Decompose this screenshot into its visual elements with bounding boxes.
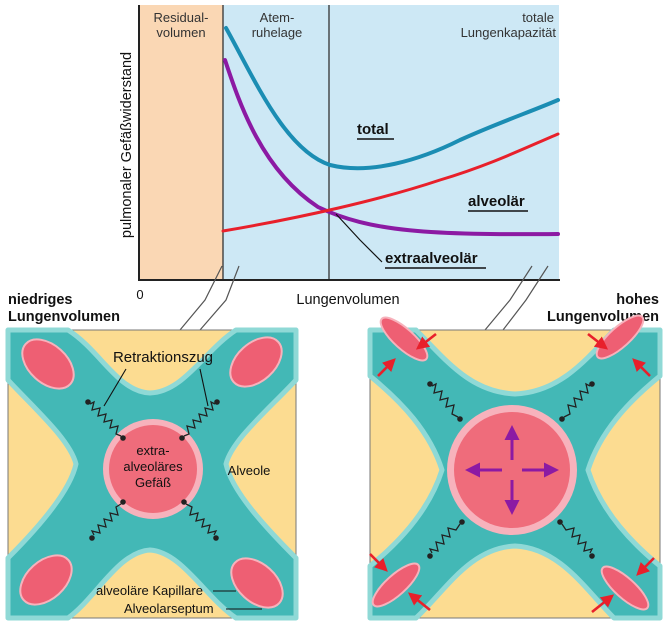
low-vessel bbox=[109, 425, 197, 513]
residual-volume-zone bbox=[139, 5, 223, 280]
high-capillary-bl bbox=[371, 562, 421, 608]
capillary-label: alveoläre Kapillare bbox=[96, 583, 203, 598]
high-volume-panel bbox=[367, 314, 663, 621]
chart: pulmonaler Gefäßwiderstand 0 Lungenvolum… bbox=[119, 5, 560, 308]
compression-arrows bbox=[369, 332, 655, 614]
low-spring-dots bbox=[85, 399, 220, 541]
extraalveolar-curve bbox=[223, 58, 560, 237]
vessel-label-1: extra- bbox=[136, 443, 169, 458]
origin-label: 0 bbox=[136, 287, 143, 302]
low-volume-title-2: Lungenvolumen bbox=[8, 309, 120, 325]
high-springs bbox=[428, 382, 594, 554]
alveole-label: Alveole bbox=[228, 463, 271, 478]
tlc-label-1: totale bbox=[522, 10, 554, 25]
total-curve bbox=[224, 26, 560, 171]
low-volume-panel: Retraktionszug extra- alveoläres Gefäß A… bbox=[5, 327, 299, 621]
high-capillary-tr bbox=[595, 314, 645, 360]
septum-label: Alveolarseptum bbox=[124, 601, 214, 616]
high-spring-dots bbox=[427, 381, 595, 559]
high-volume-title-1: hohes bbox=[616, 292, 659, 308]
y-axis-label: pulmonaler Gefäßwiderstand bbox=[119, 52, 135, 238]
resting-position-label-1: Atem- bbox=[260, 10, 295, 25]
low-capillary-bl bbox=[19, 554, 73, 606]
vessel-label-3: Gefäß bbox=[135, 475, 171, 490]
total-curve-label: total bbox=[357, 121, 389, 138]
alveolar-curve-label: alveolär bbox=[468, 193, 525, 210]
low-springs bbox=[89, 400, 218, 536]
extraalveolar-curve-label: extraalveolär bbox=[385, 250, 478, 267]
low-capillary-tl bbox=[21, 338, 75, 390]
vessel-label-2: alveoläres bbox=[123, 459, 183, 474]
high-capillary-tl bbox=[379, 316, 429, 362]
tlc-label-2: Lungenkapazität bbox=[461, 25, 557, 40]
x-axis-label: Lungenvolumen bbox=[296, 292, 399, 308]
residual-volume-label-2: volumen bbox=[156, 25, 205, 40]
residual-volume-label-1: Residual- bbox=[154, 10, 209, 25]
high-capillary-br bbox=[600, 565, 650, 611]
retraction-label: Retraktionszug bbox=[113, 349, 213, 366]
high-vessel bbox=[454, 412, 570, 528]
resting-position-label-2: ruhelage bbox=[252, 25, 303, 40]
lung-volume-zone bbox=[223, 5, 559, 280]
extraalveolar-leader bbox=[335, 213, 383, 263]
alveolar-curve bbox=[221, 132, 560, 233]
low-volume-title-1: niedriges bbox=[8, 292, 72, 308]
low-capillary-br bbox=[230, 557, 284, 609]
low-capillary-tr bbox=[229, 336, 283, 388]
zoom-connectors bbox=[179, 265, 549, 331]
expansion-arrows bbox=[465, 425, 559, 515]
